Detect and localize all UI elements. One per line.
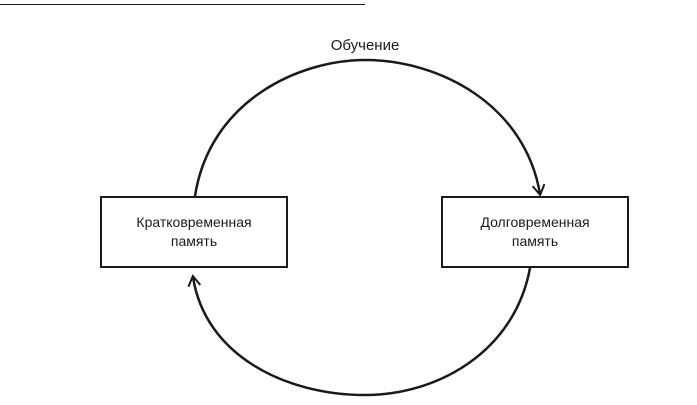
lower-arc-arrow bbox=[193, 268, 530, 395]
long-term-memory-box: Долговременная память bbox=[441, 196, 629, 268]
long-term-memory-line1: Долговременная bbox=[480, 213, 589, 232]
short-term-memory-line2: память bbox=[171, 232, 217, 251]
short-term-memory-line1: Кратковременная bbox=[136, 213, 251, 232]
upper-arc-arrow bbox=[195, 60, 540, 196]
long-term-memory-line2: память bbox=[512, 232, 558, 251]
short-term-memory-box: Кратковременная память bbox=[100, 196, 288, 268]
top-label: Обучение bbox=[315, 37, 415, 55]
